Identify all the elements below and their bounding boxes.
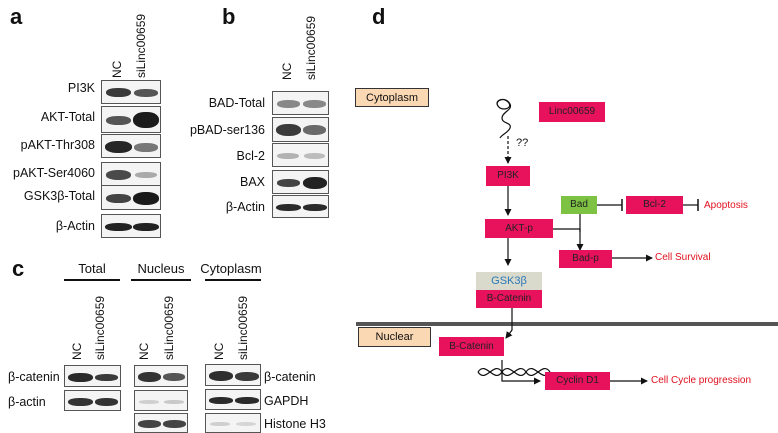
row-label-b-catenin-right: β-catenin — [264, 370, 316, 384]
blot-strip-gsk3b-total — [101, 185, 161, 210]
node-bcl2: Bcl-2 — [626, 196, 683, 214]
blot-strip-cytoplasm-b-catenin — [205, 364, 261, 386]
node-bad-p: Bad-p — [559, 250, 612, 268]
blot-strip-akt-total — [101, 106, 161, 133]
group-underline-nucleus — [131, 279, 191, 281]
label-apoptosis: Apoptosis — [704, 200, 748, 211]
row-label-pakt-thr308: pAKT-Thr308 — [20, 138, 95, 152]
blot-strip-total-b-actin — [64, 390, 121, 411]
blot-strip-bax — [272, 170, 329, 194]
blot-strip-pbad-ser136 — [272, 117, 329, 142]
node-b-catenin-cyto: B-Catenin — [476, 290, 542, 308]
row-label-bcl2: Bcl-2 — [236, 149, 265, 163]
row-label-pakt-ser4060: pAKT-Ser4060 — [13, 166, 95, 180]
panel-d-label: d — [372, 4, 386, 29]
row-label-gapdh: GAPDH — [264, 394, 309, 408]
node-pi3k: PI3K — [486, 166, 530, 186]
node-gsk3b: GSK3β — [476, 272, 542, 290]
blot-strip-pakt-ser4060 — [101, 162, 161, 186]
blot-strip-pakt-thr308 — [101, 134, 161, 158]
blot-strip-cytoplasm-gapdh — [205, 389, 261, 410]
group-header-cytoplasm: Cytoplasm — [200, 261, 262, 276]
row-label-bad-total: BAD-Total — [208, 96, 265, 110]
blot-strip-total-b-catenin — [64, 365, 121, 387]
group-underline-total — [64, 279, 120, 281]
blot-strip-pi3k — [101, 80, 161, 104]
nuclear-membrane-line — [356, 322, 778, 326]
row-label-pbad-ser136: pBAD-ser136 — [189, 123, 265, 137]
label-cell-cycle: Cell Cycle progression — [651, 375, 752, 386]
row-label-histone-h3: Histone H3 — [264, 417, 326, 431]
cytoplasm-tag: Cytoplasm — [355, 88, 429, 107]
panel-b-label: b — [222, 4, 236, 29]
group-header-nucleus: Nucleus — [137, 261, 185, 276]
row-label-b-actin-b: β-Actin — [225, 200, 265, 214]
node-b-catenin-nuclear: B-Catenin — [439, 337, 504, 356]
row-label-bax: BAX — [239, 175, 265, 189]
label-cell-survival: Cell Survival — [655, 252, 711, 263]
row-label-b-catenin-left: β-catenin — [8, 370, 60, 384]
blot-strip-b-actin-a — [101, 214, 161, 238]
node-cyclin-d1: Cyclin D1 — [545, 372, 610, 390]
unknown-link-label: ?? — [516, 137, 529, 149]
panel-a-label: a — [10, 4, 23, 29]
blot-strip-cytoplasm-histone — [205, 413, 261, 433]
group-header-total: Total — [78, 261, 106, 276]
group-underline-cytoplasm — [205, 279, 261, 281]
panel-c-label: c — [12, 256, 25, 281]
nuclear-tag: Nuclear — [358, 327, 431, 347]
node-bad: Bad — [561, 196, 597, 214]
node-linc00659: Linc00659 — [539, 102, 605, 122]
blot-strip-nucleus-gapdh — [134, 390, 188, 411]
blot-strip-bcl2 — [272, 143, 329, 167]
node-akt-p: AKT-p — [485, 219, 553, 238]
row-label-akt-total: AKT-Total — [40, 110, 95, 124]
blot-strip-nucleus-b-catenin — [134, 365, 188, 387]
blot-strip-bad-total — [272, 91, 329, 115]
linc-rna-squiggle — [496, 98, 512, 139]
row-label-b-actin: β-Actin — [55, 219, 95, 233]
row-label-pi3k: PI3K — [67, 81, 95, 95]
row-label-b-actin-left: β-actin — [8, 395, 46, 409]
blot-strip-b-actin-b — [272, 195, 329, 218]
row-label-gsk3b-total: GSK3β-Total — [23, 189, 95, 203]
